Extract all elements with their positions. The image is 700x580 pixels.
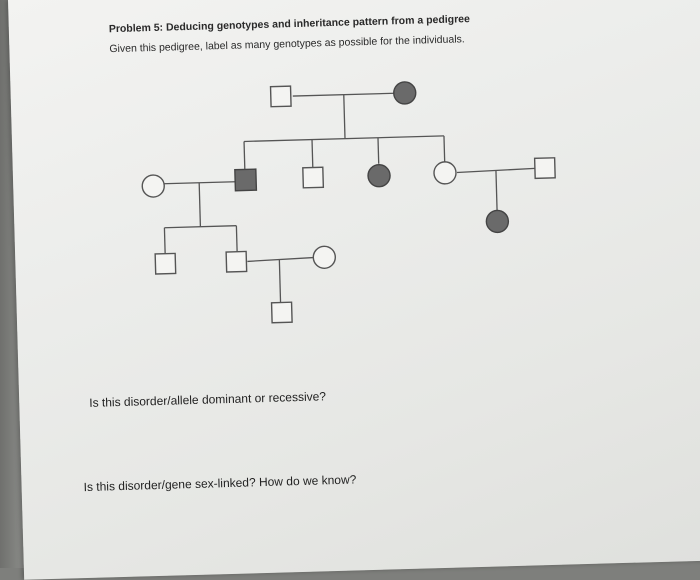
female-unaffected-symbol (141, 174, 165, 198)
drop-line (377, 137, 380, 164)
male-unaffected-symbol (154, 252, 177, 275)
male-unaffected-symbol (302, 166, 325, 189)
descent-line (198, 182, 202, 227)
descent-line (278, 259, 282, 303)
drop-line (235, 225, 238, 252)
descent-line (495, 170, 498, 211)
descent-line-gen1 (343, 94, 346, 139)
male-affected-symbol (234, 168, 258, 192)
mating-line (247, 256, 314, 263)
female-unaffected-symbol (312, 245, 337, 269)
drop-line (443, 135, 446, 162)
worksheet-page: Problem 5: Deducing genotypes and inheri… (8, 0, 700, 580)
sibship-line-gen3 (164, 225, 237, 229)
pedigree-chart (141, 81, 556, 324)
female-affected-symbol (367, 164, 391, 188)
male-unaffected-symbol (225, 250, 248, 273)
sibship-line-gen2 (244, 135, 444, 143)
drop-line (163, 227, 166, 254)
male-unaffected-symbol (270, 301, 293, 324)
female-affected-symbol (485, 209, 510, 234)
male-unaffected-symbol (533, 157, 556, 180)
female-affected-symbol (393, 81, 417, 105)
drop-line (243, 141, 246, 170)
male-unaffected-symbol (269, 85, 292, 108)
female-unaffected-symbol (433, 161, 457, 185)
drop-line (311, 139, 314, 168)
